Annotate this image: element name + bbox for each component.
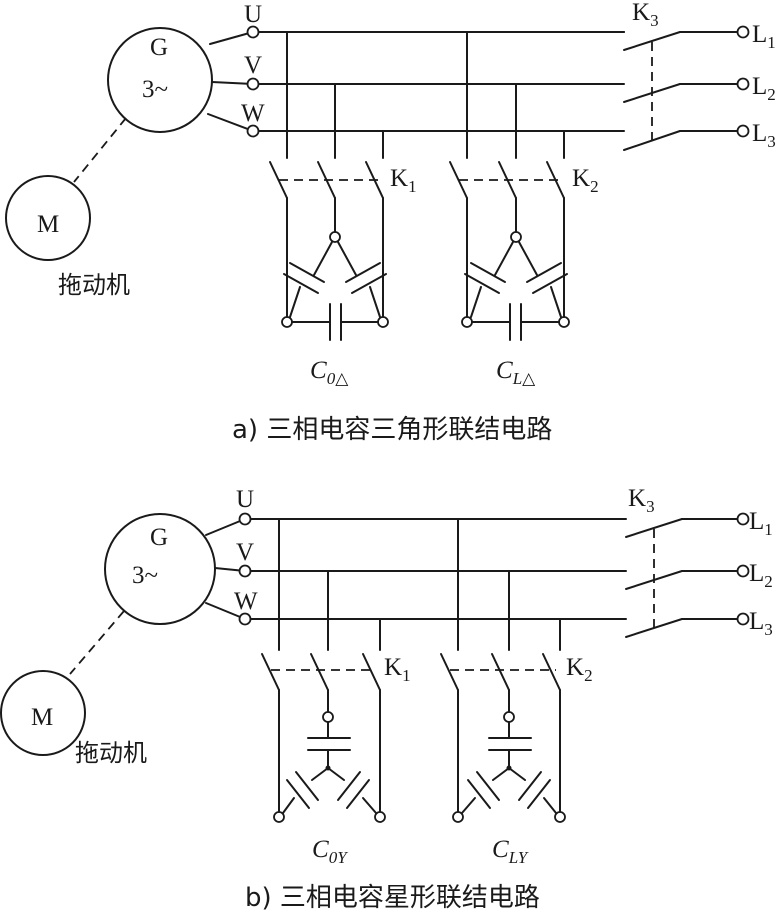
phase-u-label: U bbox=[244, 1, 262, 28]
delta-node-top bbox=[329, 231, 341, 243]
figure-a-delta-circuit: G 3~ M 拖动机 U V W K3 L1 L2 L3 bbox=[5, 0, 776, 445]
cap-plate-l2 bbox=[283, 273, 319, 294]
delta-bank-left: K1 C0△ bbox=[269, 31, 417, 388]
lead-u bbox=[205, 518, 246, 536]
terminal-l1 bbox=[736, 512, 750, 526]
k2-blade-3 bbox=[542, 653, 561, 691]
terminal-l1 bbox=[736, 25, 750, 39]
star-terminal-right bbox=[374, 811, 386, 823]
l1-label: L1 bbox=[749, 508, 773, 539]
delta-node-right bbox=[377, 316, 389, 328]
cap-plate-r1 bbox=[345, 262, 381, 283]
star-terminal-top bbox=[322, 711, 334, 723]
star-terminal-top bbox=[503, 711, 515, 723]
cap-label-cl-delta: CL△ bbox=[496, 357, 536, 388]
cap-plate-l2 bbox=[464, 273, 500, 294]
phase-w-label: W bbox=[241, 100, 265, 127]
phase-w-label: W bbox=[234, 588, 258, 615]
generator-phase-label: 3~ bbox=[142, 76, 168, 103]
cap-plate-l1 bbox=[476, 771, 500, 801]
k3-blade-1 bbox=[623, 31, 681, 51]
cap-plate-r2 bbox=[532, 273, 568, 294]
delta-node-left bbox=[461, 316, 473, 328]
k1-blade-3 bbox=[362, 653, 381, 691]
cap-plate-l1 bbox=[289, 262, 325, 283]
cap-plate-r2 bbox=[351, 273, 387, 294]
cap-plate-l1 bbox=[295, 771, 319, 801]
k1-blade-1 bbox=[269, 161, 288, 199]
cap-plate-r2 bbox=[346, 779, 370, 809]
terminal-v bbox=[246, 77, 260, 91]
figure-b-star-circuit: G 3~ M 拖动机 U V W K3 L1 L2 L3 bbox=[0, 485, 773, 913]
cap-label-cl-star: CLY bbox=[492, 836, 529, 867]
star-terminal-right bbox=[554, 811, 566, 823]
cap-plate-r2 bbox=[527, 779, 551, 809]
k1-label: K1 bbox=[384, 654, 411, 685]
delta-node-right bbox=[558, 316, 570, 328]
k1-blade-1 bbox=[261, 653, 280, 691]
l2-label: L2 bbox=[752, 73, 776, 104]
motor-symbol bbox=[0, 670, 86, 756]
k3-blade-1 bbox=[625, 518, 683, 538]
terminal-w bbox=[246, 124, 260, 138]
generator-symbol bbox=[107, 27, 213, 133]
k2-blade-1 bbox=[449, 161, 468, 199]
lead-w bbox=[205, 602, 246, 620]
l1-label: L1 bbox=[752, 21, 776, 52]
delta-node-left bbox=[281, 316, 293, 328]
k2-blade-1 bbox=[440, 653, 459, 691]
terminal-l2 bbox=[736, 77, 750, 91]
motor-label: M bbox=[37, 211, 59, 238]
k1-blade-2 bbox=[310, 653, 329, 691]
lead-w bbox=[207, 113, 254, 132]
terminal-w bbox=[238, 612, 252, 626]
k3-label: K3 bbox=[632, 0, 659, 30]
l2-label: L2 bbox=[749, 560, 773, 591]
cap-plate-r1 bbox=[518, 771, 542, 801]
terminal-l3 bbox=[736, 612, 750, 626]
generator-motor-coupling bbox=[73, 117, 127, 183]
k3-label: K3 bbox=[628, 485, 655, 516]
generator-motor-coupling bbox=[69, 610, 125, 675]
generator-label: G bbox=[150, 34, 168, 61]
star-terminal-left bbox=[273, 811, 285, 823]
figure-b-caption: b) 三相电容星形联结电路 bbox=[245, 883, 540, 913]
cap-plate-r1 bbox=[337, 771, 361, 801]
star-bank-left: K1 C0Y bbox=[261, 518, 411, 867]
generator-label: G bbox=[150, 524, 168, 551]
terminal-u bbox=[246, 25, 260, 39]
cap-label-c0-delta: C0△ bbox=[310, 357, 349, 388]
lead-v bbox=[211, 81, 254, 85]
motor-symbol bbox=[5, 175, 91, 261]
cap-plate-l2 bbox=[467, 779, 491, 809]
cap-label-c0-star: C0Y bbox=[312, 836, 348, 867]
cap-plate-l2 bbox=[286, 779, 310, 809]
figure-a-caption: a) 三相电容三角形联结电路 bbox=[232, 415, 552, 445]
star-terminal-left bbox=[452, 811, 464, 823]
k2-label: K2 bbox=[572, 165, 599, 196]
k1-label: K1 bbox=[390, 165, 417, 196]
delta-bank-right: K2 CL△ bbox=[449, 31, 599, 388]
l3-label: L3 bbox=[752, 120, 776, 151]
drive-machine-label: 拖动机 bbox=[58, 271, 130, 299]
terminal-u bbox=[238, 512, 252, 526]
phase-v-label: V bbox=[244, 52, 262, 79]
l3-label: L3 bbox=[749, 608, 773, 639]
cap-plate-l1 bbox=[470, 262, 506, 283]
cap-plate-r1 bbox=[526, 262, 562, 283]
k2-blade-2 bbox=[491, 653, 510, 691]
terminal-l2 bbox=[736, 564, 750, 578]
phase-u-label: U bbox=[236, 486, 254, 513]
terminal-v bbox=[238, 564, 252, 578]
k2-label: K2 bbox=[566, 654, 593, 685]
terminal-l3 bbox=[736, 124, 750, 138]
phase-v-label: V bbox=[236, 539, 254, 566]
motor-label: M bbox=[31, 704, 53, 731]
star-bank-right: K2 CLY bbox=[440, 518, 593, 867]
lead-u bbox=[209, 31, 254, 45]
delta-node-top bbox=[510, 231, 522, 243]
generator-phase-label: 3~ bbox=[132, 562, 158, 589]
drive-machine-label: 拖动机 bbox=[75, 739, 147, 767]
